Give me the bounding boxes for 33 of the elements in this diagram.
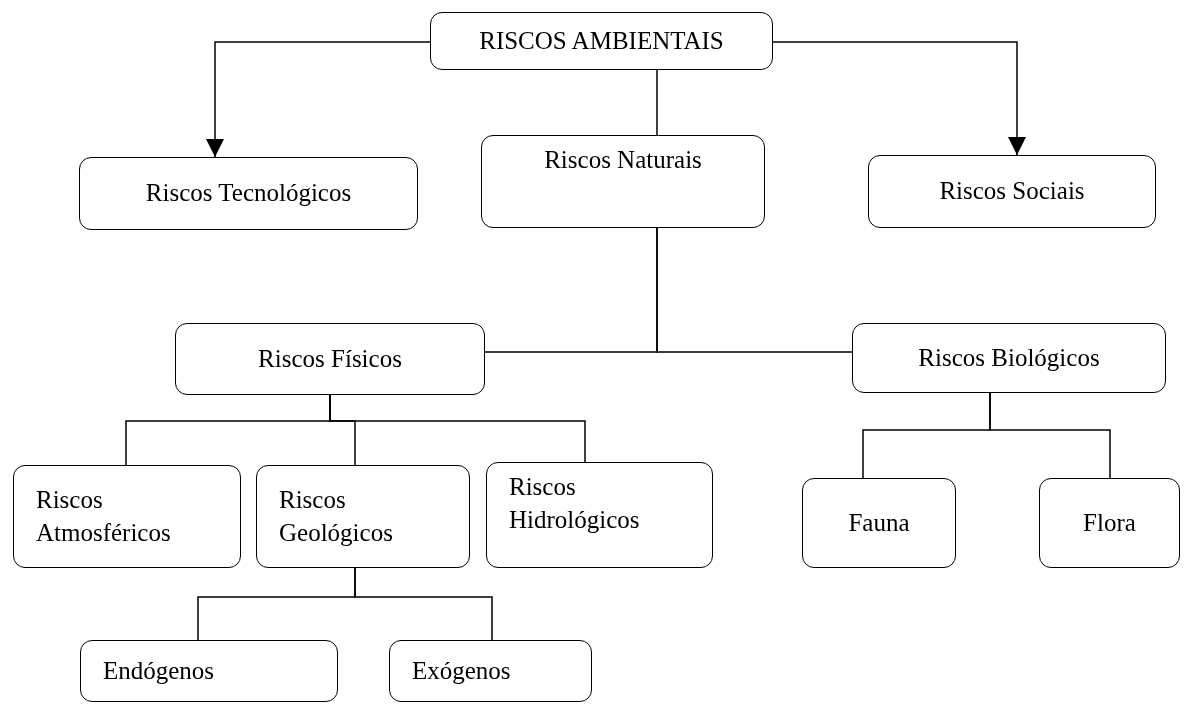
rounded-box xyxy=(852,323,1166,393)
box-label: Fauna xyxy=(848,507,910,538)
box-label: Riscos Atmosféricos xyxy=(36,485,172,548)
rounded-box xyxy=(1039,478,1180,568)
rounded-box xyxy=(175,323,485,395)
rounded-box xyxy=(868,155,1156,228)
box-label: Exógenos xyxy=(412,655,511,686)
rounded-box xyxy=(430,12,773,70)
box-label: Riscos Tecnológicos xyxy=(145,178,352,209)
rounded-box xyxy=(13,465,241,568)
rounded-box xyxy=(80,640,338,702)
box-label: Riscos Físicos xyxy=(258,343,402,374)
box-label: Riscos Biológicos xyxy=(918,342,1100,373)
box-label: Flora xyxy=(1083,507,1136,538)
rounded-box xyxy=(256,465,470,568)
arrow xyxy=(772,41,1026,156)
connector-line xyxy=(656,69,658,136)
box-label: Riscos Naturais xyxy=(544,145,702,175)
rounded-box xyxy=(802,478,956,568)
connector-line xyxy=(329,394,586,463)
box-label: Riscos Sociais xyxy=(939,176,1085,207)
connector-line xyxy=(656,227,853,353)
box-label: RISCOS AMBIENTAIS xyxy=(479,25,724,56)
connector-line xyxy=(989,392,1111,479)
connector-line xyxy=(354,567,493,641)
rounded-box xyxy=(79,157,418,230)
rounded-box xyxy=(486,462,713,568)
rounded-box xyxy=(481,135,765,228)
rounded-box xyxy=(389,640,592,702)
arrow xyxy=(206,41,431,158)
box-label: Riscos Hidrológicos xyxy=(509,472,641,535)
box-label: Riscos Geológicos xyxy=(279,485,394,548)
box-label: Endógenos xyxy=(103,655,215,686)
